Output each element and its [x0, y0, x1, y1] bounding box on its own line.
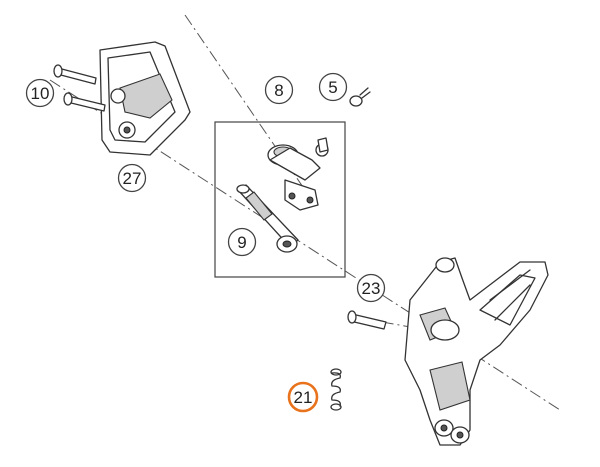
part-8-group-box: [214, 121, 346, 278]
part-5-hose-clamp[interactable]: [349, 87, 371, 107]
callout-5-label: 5: [328, 78, 337, 97]
part-9-push-rod[interactable]: [236, 184, 299, 253]
callout-10[interactable]: 10: [25, 78, 55, 108]
callout-21-label: 21: [294, 388, 313, 407]
part-10-screws[interactable]: [53, 64, 106, 112]
callout-9[interactable]: 9: [227, 227, 257, 257]
part-8-master-cylinder[interactable]: [267, 137, 329, 211]
callout-9-label: 9: [237, 233, 246, 252]
part-23-bolt[interactable]: [347, 310, 387, 330]
callout-8[interactable]: 8: [264, 75, 294, 105]
part-27-guard-plate[interactable]: [99, 41, 191, 156]
callout-21-highlighted[interactable]: 21: [287, 381, 319, 413]
callout-27-label: 27: [123, 169, 142, 188]
callout-23-label: 23: [362, 279, 381, 298]
callout-10-label: 10: [31, 84, 50, 103]
callout-23[interactable]: 23: [356, 273, 386, 303]
footrest-bracket[interactable]: [404, 257, 549, 446]
callout-27[interactable]: 27: [117, 163, 147, 193]
part-21-spring[interactable]: [330, 368, 342, 411]
callout-8-label: 8: [274, 81, 283, 100]
callout-5[interactable]: 5: [318, 72, 348, 102]
